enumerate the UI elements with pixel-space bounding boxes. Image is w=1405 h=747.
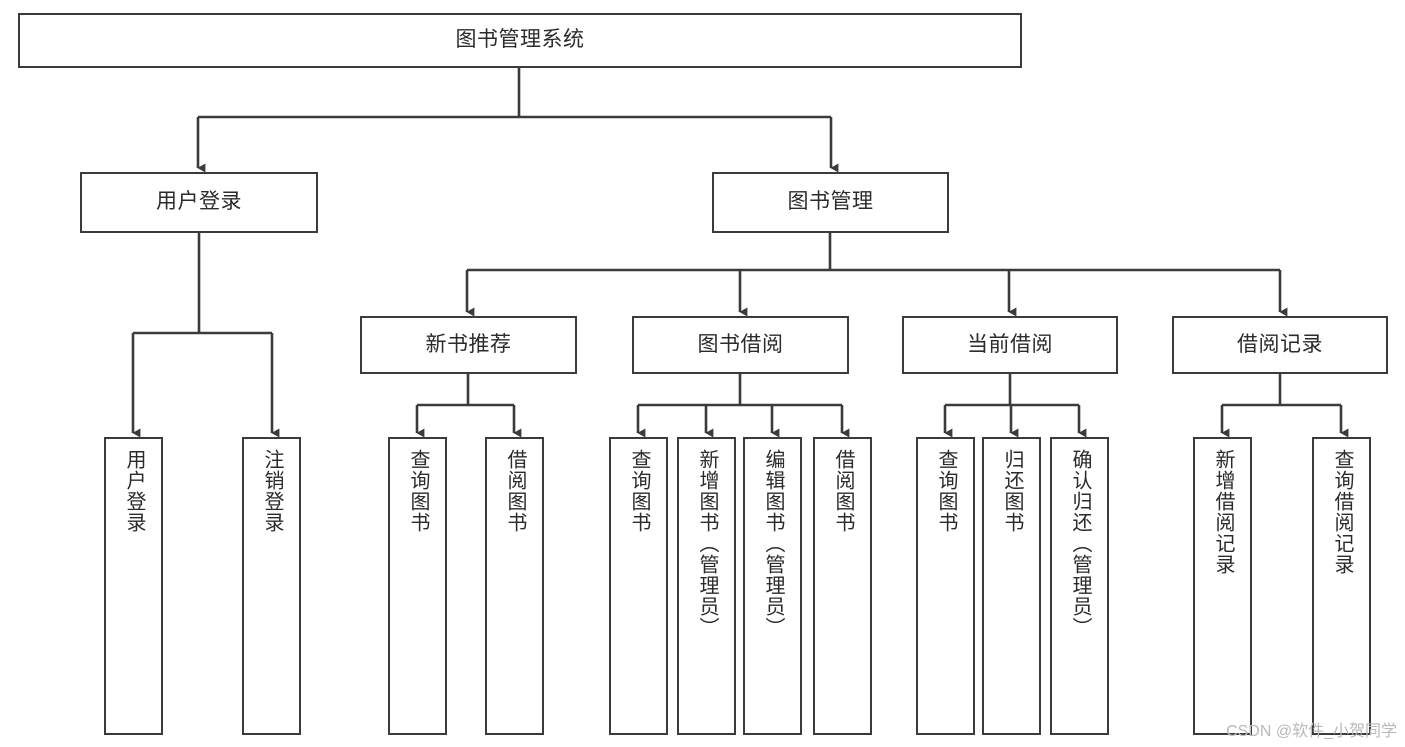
leaf-query-borrow-record[interactable]: 查询借阅记录 (1312, 437, 1371, 735)
node-current-borrow[interactable]: 当前借阅 (902, 316, 1118, 374)
node-label: 注销登录 (261, 449, 283, 533)
node-label: 新书推荐 (425, 332, 512, 356)
node-label: 图书借阅 (697, 332, 784, 356)
leaf-query-book-current[interactable]: 查询图书 (916, 437, 975, 735)
node-borrow-record[interactable]: 借阅记录 (1172, 316, 1388, 374)
node-label: 新增图书（管理员） (696, 449, 718, 638)
leaf-add-book-admin[interactable]: 新增图书（管理员） (677, 437, 736, 735)
node-label: 查询图书 (407, 449, 429, 533)
leaf-user-login[interactable]: 用户登录 (104, 437, 163, 735)
leaf-borrow-book-recommend[interactable]: 借阅图书 (485, 437, 544, 735)
leaf-borrow-book[interactable]: 借阅图书 (813, 437, 872, 735)
node-label: 用户登录 (156, 190, 242, 214)
leaf-query-book-borrow[interactable]: 查询图书 (609, 437, 668, 735)
node-label: 用户登录 (123, 449, 145, 533)
node-label: 借阅图书 (504, 449, 526, 533)
node-label: 编辑图书（管理员） (762, 449, 784, 638)
node-label: 借阅图书 (832, 449, 854, 533)
leaf-return-book[interactable]: 归还图书 (982, 437, 1041, 735)
node-label: 查询图书 (628, 449, 650, 533)
node-label: 当前借阅 (967, 332, 1053, 356)
csdn-watermark: CSDN @软件_小贺同学 (1226, 723, 1397, 740)
leaf-add-borrow-record[interactable]: 新增借阅记录 (1193, 437, 1252, 735)
node-label: 确认归还（管理员） (1069, 449, 1091, 638)
node-new-book-recommend[interactable]: 新书推荐 (360, 316, 577, 374)
node-label: 归还图书 (1001, 449, 1023, 533)
leaf-confirm-return-admin[interactable]: 确认归还（管理员） (1050, 437, 1109, 735)
node-user-login[interactable]: 用户登录 (80, 172, 318, 233)
node-label: 图书管理 (787, 190, 874, 214)
leaf-logout-login[interactable]: 注销登录 (242, 437, 301, 735)
node-label: 借阅记录 (1237, 332, 1323, 356)
node-label: 查询图书 (935, 449, 957, 533)
node-label: 新增借阅记录 (1212, 449, 1234, 575)
node-root-book-management-system[interactable]: 图书管理系统 (18, 13, 1022, 68)
leaf-query-book-recommend[interactable]: 查询图书 (388, 437, 447, 735)
node-book-borrow[interactable]: 图书借阅 (632, 316, 849, 374)
node-book-management[interactable]: 图书管理 (712, 172, 949, 233)
leaf-edit-book-admin[interactable]: 编辑图书（管理员） (743, 437, 802, 735)
node-label: 图书管理系统 (455, 28, 585, 52)
node-label: 查询借阅记录 (1331, 449, 1353, 575)
